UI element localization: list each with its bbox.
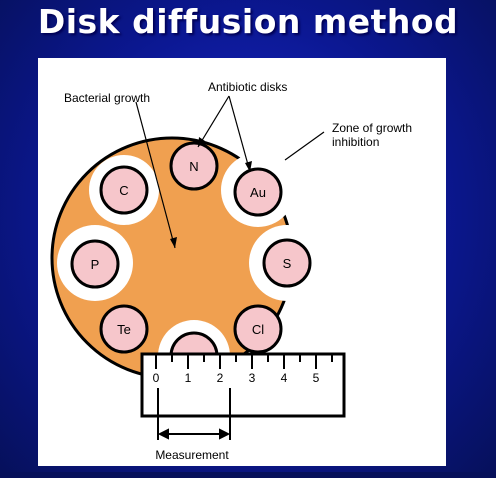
disk-label-te: Te [117, 322, 131, 337]
disk-label-n: N [189, 159, 198, 174]
measurement-bracket [157, 388, 231, 440]
ruler: 0 1 2 3 4 5 [140, 352, 346, 418]
ruler-tick-0: 0 [153, 371, 160, 385]
ruler-tick-5: 5 [313, 371, 320, 385]
zone-label-line1: Zone of growth [332, 121, 412, 135]
ruler-tick-3: 3 [249, 371, 256, 385]
ruler-ticks [155, 354, 333, 369]
disk-cl: Cl [233, 304, 283, 354]
leader-arrows [170, 137, 252, 248]
disk-s: S [262, 238, 312, 288]
leader-lines [135, 95, 325, 249]
disk-n: N [169, 141, 219, 191]
disk-p: P [70, 239, 120, 289]
disk-label-s: S [283, 256, 292, 271]
bacterial-growth-label: Bacterial growth [64, 91, 150, 105]
ruler-tick-2: 2 [217, 371, 224, 385]
ruler-tick-1: 1 [185, 371, 192, 385]
disk-label-c: C [119, 183, 128, 198]
disk-label-p: P [91, 257, 100, 272]
disk-au: Au [233, 167, 283, 217]
ruler-tick-4: 4 [281, 371, 288, 385]
slide-title: Disk diffusion method [37, 2, 459, 41]
measurement-label: Measurement [155, 448, 229, 462]
disk-c: C [99, 165, 149, 215]
disk-diffusion-diagram: N Au C P S Te Cl [50, 80, 412, 462]
diagram-panel: N Au C P S Te Cl [38, 58, 446, 466]
zone-label-line2: inhibition [332, 135, 379, 149]
disk-te: Te [99, 304, 149, 354]
antibiotic-disks-label: Antibiotic disks [208, 80, 287, 94]
disk-label-cl: Cl [252, 322, 264, 337]
disk-label-au: Au [250, 185, 266, 200]
footer-bar [0, 472, 496, 478]
